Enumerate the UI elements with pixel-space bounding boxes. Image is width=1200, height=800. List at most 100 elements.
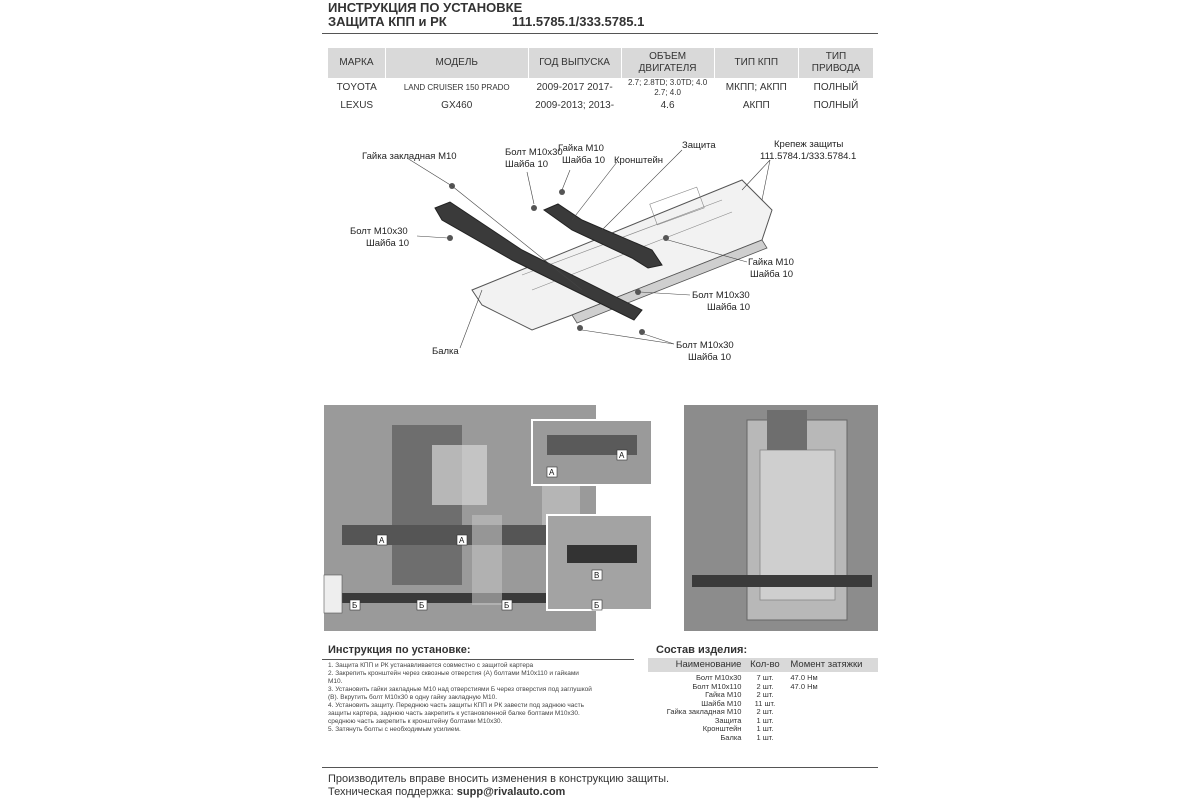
support-email-link[interactable]: supp@rivalauto.com [456,786,566,798]
footer-notice: Производитель вправе вносить изменения в… [328,773,670,785]
label-bolt-top: Болт М10х30 [505,147,563,158]
label-bracket: Кронштейн [614,155,663,166]
cell-torque [784,691,878,700]
label-nut-top: Гайка М10 [558,143,604,154]
cell-gearbox: МКПП; АКПП [725,82,787,93]
instruction-step: М10. [328,678,343,685]
instruction-step: (В). Вкрутить болт М10х30 в одну гайку з… [328,694,498,701]
instruction-step: 1. Защита КПП и РК устанавливается совме… [328,662,534,669]
label-bolt-mid: Болт М10х30 [692,290,750,301]
cell-gearbox: АКПП [742,99,770,111]
bracket-part [542,203,663,269]
cell-name: Гайка М10 [705,690,742,699]
cell-qty: 2 шт. [756,690,774,699]
table-row: LEXUS GX460 2009-2013; 2013- 4.6 АКПП ПО… [328,98,874,113]
col-qty: Кол-во [750,659,780,670]
instruction-sheet: ИНСТРУКЦИЯ ПО УСТАНОВКЕ ЗАЩИТА КПП и РК … [322,0,878,800]
col-drive: ТИП ПРИВОДА [798,48,874,78]
instruction-steps: 1. Защита КПП и РК устанавливается совме… [328,662,638,734]
support-label: Техническая поддержка: [328,786,454,798]
label-washer-top-2: Шайба 10 [562,155,605,166]
cell-name: Шайба М10 [701,698,742,708]
cell-name: Болт М10х110 [692,681,742,691]
composition-table: Наименование Кол-во Момент затяжки Болт … [648,658,878,742]
cell-model: LAND CRUISER 150 PRADO [403,83,510,92]
marker-v: В [594,571,599,580]
inset-photo-bottom [546,514,653,611]
instruction-step: 2. Закрепить кронштейн через сквозные от… [328,670,579,677]
cell-torque: 47.0 Нм [790,673,818,682]
beam-part [434,201,643,321]
cell-torque [784,734,878,743]
label-washer-bottom: Шайба 10 [688,352,731,363]
cell-drive: ПОЛНЫЙ [813,99,859,111]
instructions-title: Инструкция по установке: [328,644,471,656]
col-brand: МАРКА [328,48,386,78]
cell-model: GX460 [441,99,473,111]
instruction-step: 4. Установить защиту. Переднюю часть защ… [328,702,585,709]
label-bolt-left: Болт М10х30 [350,226,408,237]
instruction-step: 3. Установить гайки закладные М10 над от… [328,686,592,693]
cell-engine: 2.7; 2.8TD; 3.0TD; 4.0 2.7; 4.0 [628,78,708,97]
label-bolt-bottom: Болт М10х30 [676,340,734,351]
label-washer-left: Шайба 10 [366,238,409,249]
table-row: Шайба М10 11 шт. [648,698,878,709]
cell-torque [784,700,878,709]
cell-name: Гайка закладная М10 [666,707,742,716]
composition-title: Состав изделия: [656,644,748,656]
marker-b-1: Б [352,601,357,610]
cell-qty: 1 шт. [756,715,774,725]
header-divider [322,33,878,34]
marker-b-4: Б [594,601,599,610]
instruction-step: защиты картера, заднюю часть закрепить к… [328,710,580,717]
cell-name: Балка [720,732,742,742]
cell-brand: LEXUS [340,99,374,111]
exploded-assembly-diagram: Гайка закладная М10 Болт М10х30 Шайба 10… [350,140,856,363]
cell-qty: 11 шт. [754,698,776,708]
cell-torque: 47.0 Нм [790,681,818,691]
col-year: ГОД ВЫПУСКА [528,48,622,78]
cell-torque [784,708,878,717]
label-nut-embedded: Гайка закладная М10 [362,151,457,162]
marker-b-3: Б [504,601,509,610]
cell-qty: 7 шт. [756,673,774,682]
col-name: Наименование [675,659,742,670]
inset-photo-top [531,419,653,486]
marker-a-2: A [619,451,625,460]
label-nut-right: Гайка М10 [748,257,794,268]
marker-b-2: Б [419,601,424,610]
cell-brand: TOYOTA [336,82,377,93]
document-title: ИНСТРУКЦИЯ ПО УСТАНОВКЕ [328,0,523,15]
label-mount: Крепеж защиты [774,140,844,150]
col-gearbox: ТИП КПП [714,48,800,78]
cell-name: Кронштейн [702,724,742,733]
label-washer-mid: Шайба 10 [707,302,750,313]
cell-qty: 2 шт. [756,707,774,716]
cell-torque [784,717,878,726]
cell-year: 2009-2013; 2013- [535,99,615,111]
table-row: Защита 1 шт. [648,715,878,726]
instruction-step: среднюю часть закрепить к кронштейну бол… [328,718,503,725]
label-washer-right: Шайба 10 [750,269,793,280]
part-numbers: 111.5785.1/333.5785.1 [512,14,645,29]
cell-qty: 2 шт. [756,681,774,691]
label-mount-part-number: 111.5784.1/333.5784.1 [760,151,856,162]
marker-a-1: A [549,468,555,477]
cell-engine: 4.6 [660,99,675,111]
document-subtitle: ЗАЩИТА КПП и РК [328,14,447,29]
cell-name: Защита [714,715,742,725]
instruction-step: 5. Затянуть болты с необходимым усилием. [328,726,461,733]
label-beam: Балка [432,346,459,357]
table-row: TOYOTA LAND CRUISER 150 PRADO 2009-2017 … [328,78,874,98]
composition-header-row: Наименование Кол-во Момент затяжки [648,658,878,672]
installation-photos: A A A A Б Б Б Б В [323,405,878,631]
col-engine: ОБЪЕМ ДВИГАТЕЛЯ [621,48,715,78]
cell-drive: ПОЛНЫЙ [813,82,859,93]
table-row: Гайка М10 2 шт. [648,690,878,700]
marker-a-3: A [379,536,385,545]
footer-divider [322,767,878,768]
underbody-photo-after [684,405,878,631]
